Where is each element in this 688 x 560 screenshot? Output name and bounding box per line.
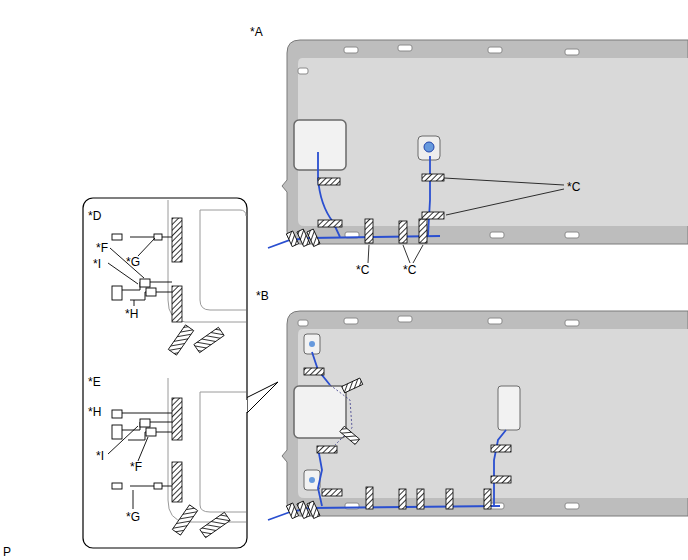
view-label: *A xyxy=(250,26,263,38)
callout-label: *G xyxy=(126,256,140,268)
callout-label: *C xyxy=(567,181,580,193)
callout-label: *I xyxy=(93,258,101,270)
view-label: *D xyxy=(88,210,101,222)
callout-label: *F xyxy=(96,242,108,254)
callout-label: *G xyxy=(126,511,140,523)
callout-label: *I xyxy=(96,450,104,462)
headliner-top xyxy=(268,40,688,263)
callout-label: *C xyxy=(356,264,369,276)
callout-label: *F xyxy=(130,461,142,473)
detail-inset xyxy=(83,198,278,548)
view-label: *B xyxy=(256,290,269,302)
view-label: *E xyxy=(88,376,101,388)
headliner-bottom xyxy=(268,311,688,520)
callout-label: *H xyxy=(125,308,138,320)
callout-label: *C xyxy=(403,264,416,276)
figure-code: P xyxy=(3,546,11,558)
callout-label: *H xyxy=(88,406,101,418)
